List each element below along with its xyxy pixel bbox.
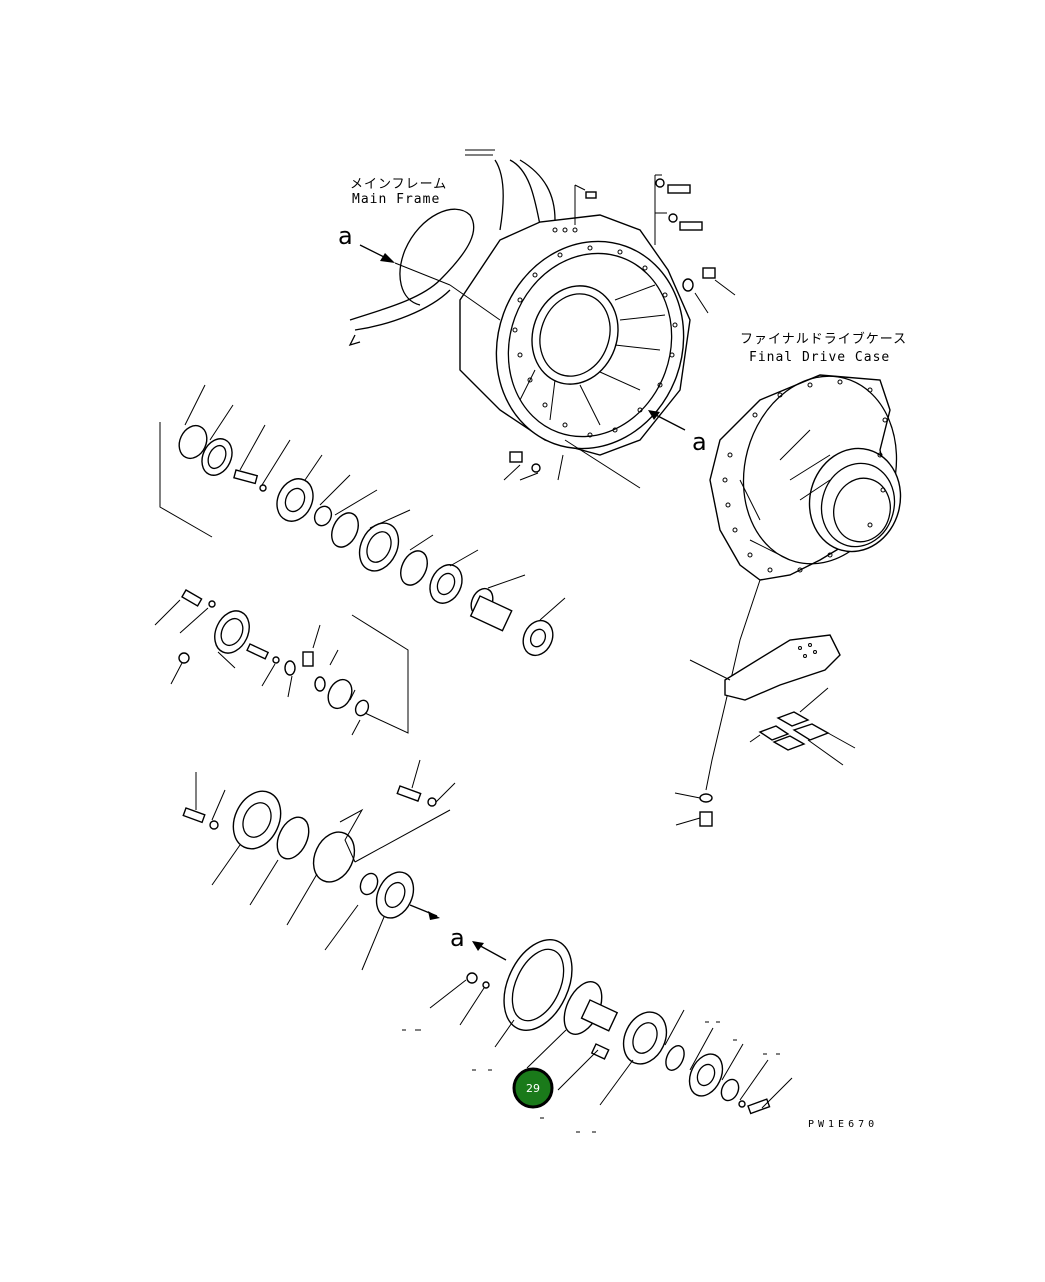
final-drive-case-assembly — [674, 374, 902, 827]
callout-number[interactable]: 29 — [526, 1082, 540, 1095]
callout-border — [512, 1067, 554, 1109]
final-drive-label-en: Final Drive Case — [749, 350, 890, 365]
middle-left-parts-row — [154, 589, 409, 736]
ref-a-label-3: a — [450, 924, 465, 952]
callout-badge[interactable]: 29 — [512, 1067, 554, 1109]
main-frame-label-en: Main Frame — [352, 192, 440, 207]
final-drive-label-jp: ファイナルドライブケース — [740, 331, 907, 347]
upper-left-parts-row — [159, 384, 566, 657]
lower-left-parts-row — [182, 759, 507, 971]
main-frame-label-jp: メインフレーム — [350, 177, 447, 192]
main-frame-assembly — [348, 149, 736, 489]
ref-a-label-1: a — [338, 222, 353, 250]
callout-circle[interactable] — [514, 1069, 552, 1107]
bottom-parts-row — [402, 938, 793, 1133]
ref-a-label-2: a — [692, 428, 707, 456]
drawing-code: PW1E670 — [808, 1119, 878, 1130]
frame-top-bolts — [509, 178, 716, 473]
